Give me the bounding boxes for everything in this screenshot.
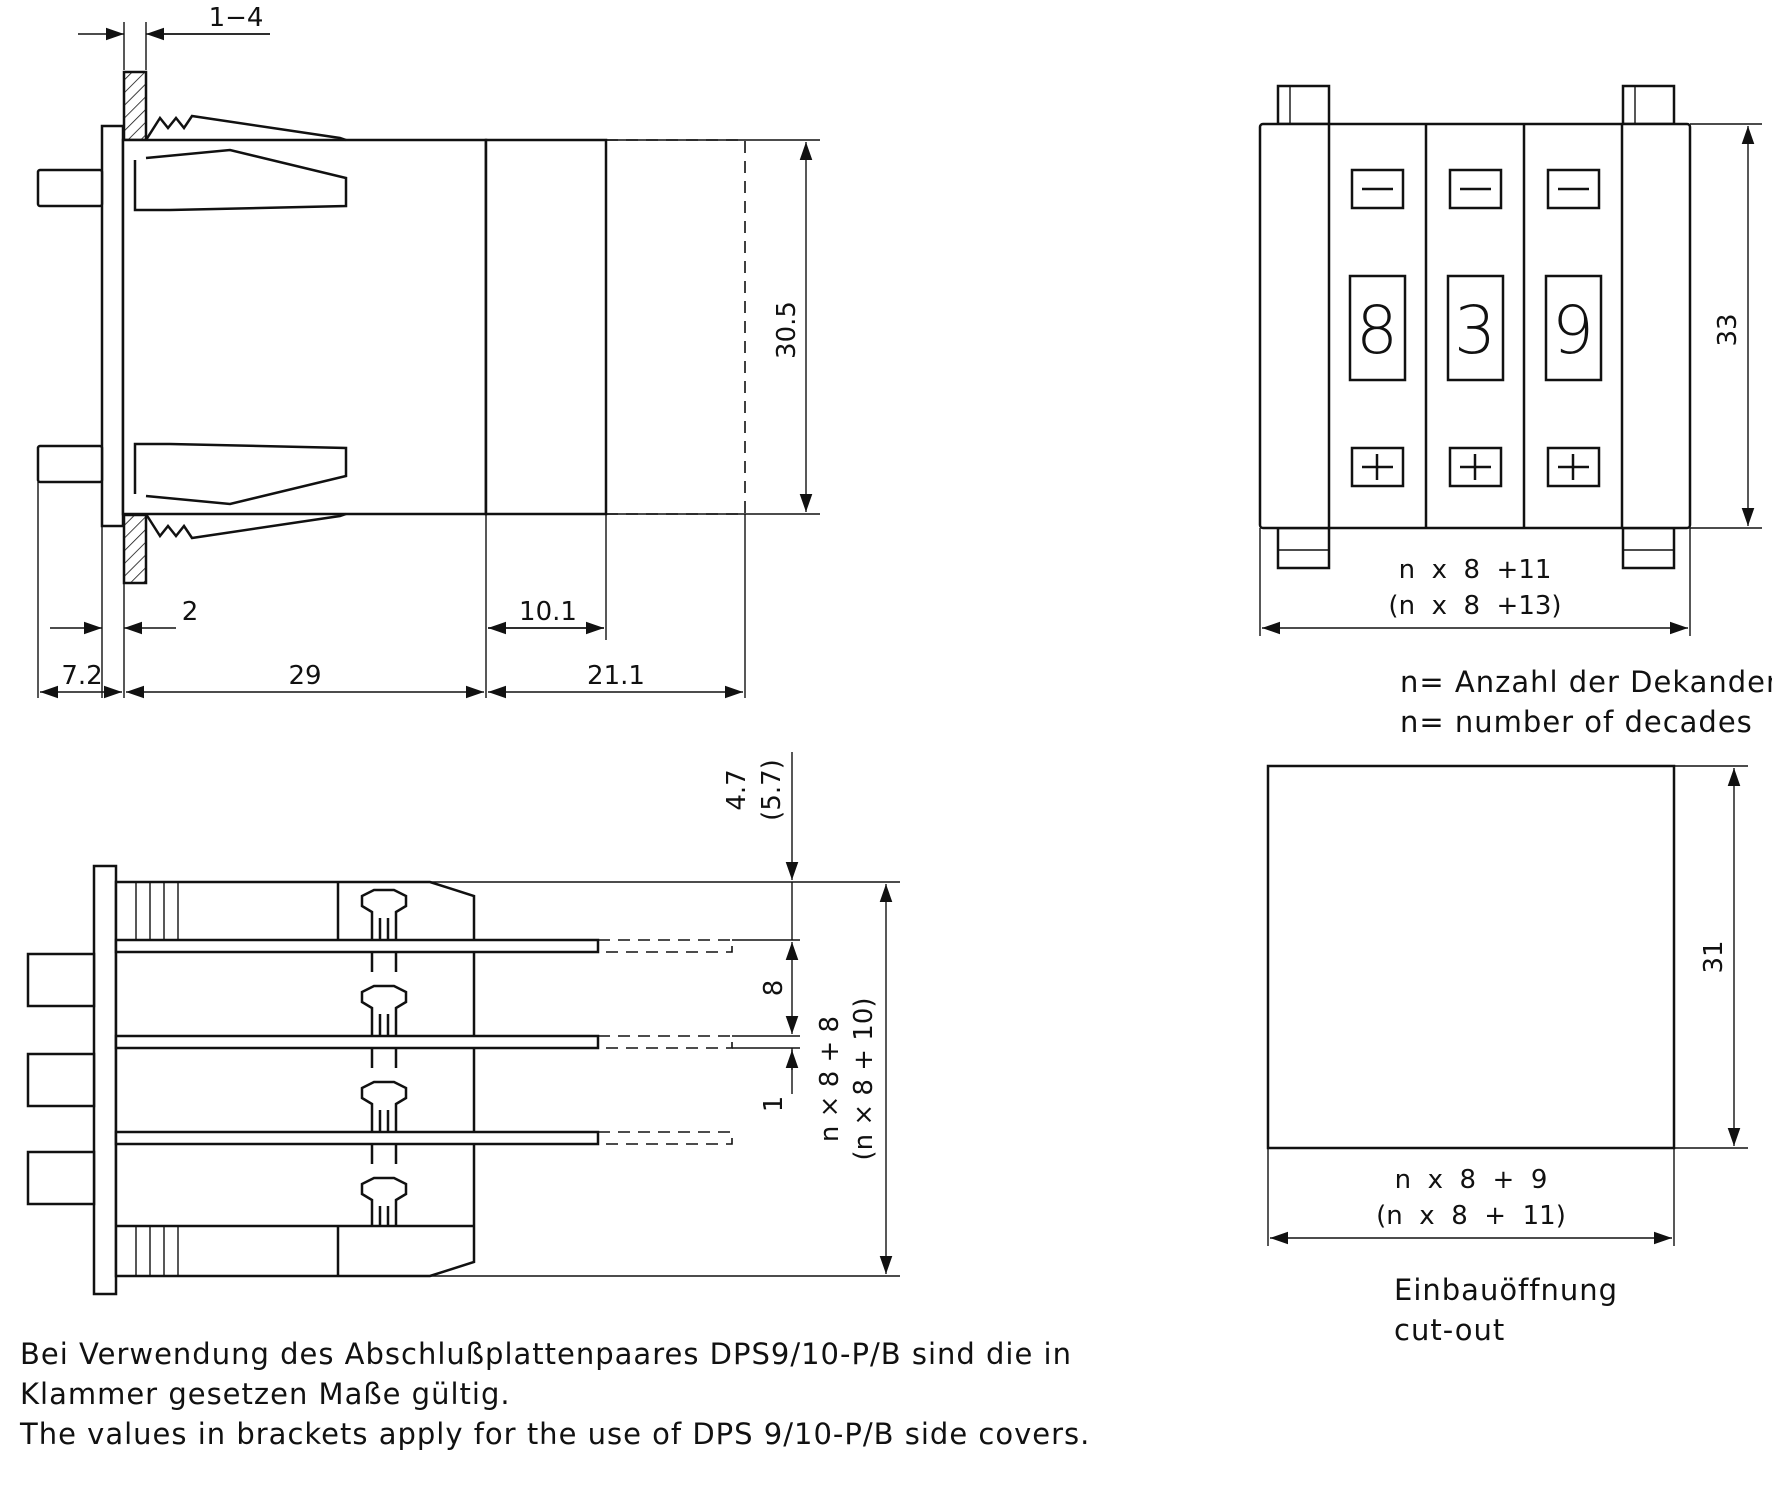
dim-cutout-width: n x 8 + 9 xyxy=(1395,1165,1548,1195)
dim-cutout-height: 31 xyxy=(1699,940,1729,973)
cutout-label-german: Einbauöffnung xyxy=(1394,1273,1618,1307)
digit-window-1 xyxy=(1348,274,1407,382)
digit-1: 8 xyxy=(1356,292,1398,369)
side-view-dimensions: 1−4 30.5 2 10.1 7 xyxy=(37,3,820,699)
digit-window-2 xyxy=(1446,274,1505,382)
dim-body-height: 30.5 xyxy=(772,301,802,359)
footnote-line-2: Klammer gesetzen Maße gültig. xyxy=(20,1377,511,1411)
legend-english: n= number of decades xyxy=(1400,705,1753,739)
footnote-line-1: Bei Verwendung des Abschlußplattenpaares… xyxy=(20,1337,1072,1371)
dim-pitch: 8 xyxy=(759,980,789,997)
digit-window-3 xyxy=(1544,274,1603,382)
minus-button-1[interactable] xyxy=(1350,168,1405,210)
cutout-label-english: cut-out xyxy=(1394,1313,1505,1347)
side-view: 1−4 30.5 2 10.1 7 xyxy=(36,3,820,699)
stack-view: 4.7 (5.7) 8 1 n × 8 + 8 (n × 8 + 10) xyxy=(26,752,900,1296)
decade-wheels: 8 3 xyxy=(1348,168,1603,488)
dim-top-offset: 4.7 xyxy=(722,769,752,810)
plus-button-2[interactable] xyxy=(1448,446,1503,488)
front-view-outline xyxy=(1258,84,1692,570)
dim-body-depth: 29 xyxy=(288,661,321,691)
decade-unit-3: 9 xyxy=(1544,168,1603,488)
cutout-outline xyxy=(1266,764,1676,1150)
decade-unit-2: 3 xyxy=(1446,168,1505,488)
dim-rear-depth: 10.1 xyxy=(519,597,577,627)
dim-front-height: 33 xyxy=(1713,313,1743,346)
cutout-view: 31 n x 8 + 9 (n x 8 + 11) Einbauöffnung … xyxy=(1266,764,1748,1347)
dim-rear-length: 21.1 xyxy=(587,661,645,691)
digit-2: 3 xyxy=(1454,292,1496,369)
legend-german: n= Anzahl der Dekanden xyxy=(1400,665,1772,699)
dim-panel-thickness: 1−4 xyxy=(209,3,264,33)
front-view-dimensions: 33 n x 8 +11 (n x 8 +13) n= Anzahl der D… xyxy=(1259,123,1772,739)
dim-plate-gap: 1 xyxy=(759,1096,789,1113)
minus-button-3[interactable] xyxy=(1546,168,1601,210)
footnote: Bei Verwendung des Abschlußplattenpaares… xyxy=(19,1337,1090,1451)
side-view-outline xyxy=(36,70,746,585)
plus-button-1[interactable] xyxy=(1350,446,1405,488)
dim-front-width-alt: (n x 8 +13) xyxy=(1388,591,1561,621)
dim-front-depth: 7.2 xyxy=(61,661,102,691)
minus-button-2[interactable] xyxy=(1448,168,1503,210)
stack-view-outline xyxy=(26,864,733,1296)
footnote-line-3: The values in brackets apply for the use… xyxy=(19,1417,1090,1451)
stack-view-dimensions: 4.7 (5.7) 8 1 n × 8 + 8 (n × 8 + 10) xyxy=(430,752,900,1277)
plus-button-3[interactable] xyxy=(1546,446,1601,488)
dim-top-offset-alt: (5.7) xyxy=(757,759,787,821)
dim-stack-height: n × 8 + 8 xyxy=(815,1016,845,1142)
digit-3: 9 xyxy=(1552,292,1594,369)
dim-clip-offset: 2 xyxy=(182,597,199,627)
dim-front-width: n x 8 +11 xyxy=(1399,555,1552,585)
cutout-dimensions: 31 n x 8 + 9 (n x 8 + 11) Einbauöffnung … xyxy=(1267,765,1748,1347)
dim-stack-height-alt: (n × 8 + 10) xyxy=(849,997,879,1160)
front-view: 8 3 xyxy=(1258,84,1772,739)
decade-unit-1: 8 xyxy=(1348,168,1407,488)
dim-cutout-width-alt: (n x 8 + 11) xyxy=(1376,1201,1566,1231)
